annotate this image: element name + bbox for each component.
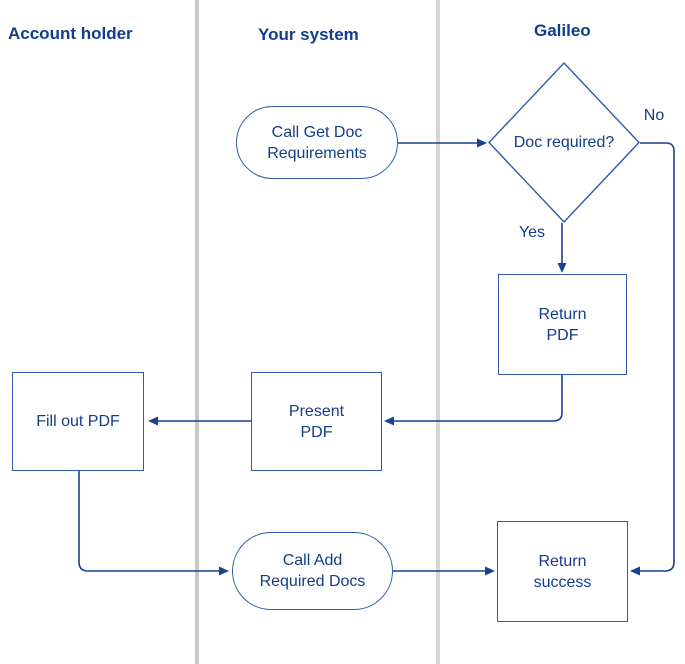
node-call-add-required-docs-label: Call Add Required Docs bbox=[259, 552, 366, 590]
lane-divider-2 bbox=[436, 0, 440, 664]
node-present-pdf-label: Present PDF bbox=[288, 402, 345, 441]
node-present-pdf: Present PDF bbox=[251, 372, 382, 471]
node-return-pdf-label: Return PDF bbox=[538, 305, 587, 344]
node-call-get-doc-requirements: Call Get Doc Requirements bbox=[236, 106, 398, 179]
arrowhead-presentpdf bbox=[384, 416, 394, 426]
edge-label-no: No bbox=[643, 107, 665, 124]
arrowhead-filloutpdf bbox=[148, 416, 158, 426]
decision-diamond-shape bbox=[488, 62, 640, 223]
node-fill-out-pdf: Fill out PDF bbox=[12, 372, 144, 471]
node-return-success: Return success bbox=[497, 521, 628, 622]
lane-header-your-system: Your system bbox=[258, 25, 359, 44]
node-fill-out-pdf-label: Fill out PDF bbox=[36, 413, 120, 430]
edge-returnpdf-presentpdf bbox=[394, 375, 563, 422]
node-return-success-label: Return success bbox=[533, 552, 592, 591]
arrowhead-returnsuccess-left bbox=[485, 566, 495, 576]
arrowhead-docrequired bbox=[477, 138, 487, 148]
lane-header-galileo: Galileo bbox=[534, 21, 591, 40]
lane-header-account-holder: Account holder bbox=[8, 24, 133, 43]
edge-no-returnsuccess bbox=[640, 142, 675, 572]
arrowhead-returnpdf bbox=[557, 263, 567, 273]
node-call-get-doc-requirements-label: Call Get Doc Requirements bbox=[267, 123, 367, 162]
node-return-pdf: Return PDF bbox=[498, 274, 627, 375]
node-call-add-required-docs: Call Add Required Docs bbox=[232, 532, 393, 610]
node-doc-required-label: Doc required? bbox=[513, 134, 615, 151]
arrowhead-returnsuccess-right bbox=[630, 566, 640, 576]
node-doc-required: Doc required? bbox=[488, 62, 640, 223]
lane-divider-1 bbox=[195, 0, 199, 664]
edge-label-yes: Yes bbox=[518, 224, 546, 241]
arrowhead-calladddocs bbox=[219, 566, 229, 576]
